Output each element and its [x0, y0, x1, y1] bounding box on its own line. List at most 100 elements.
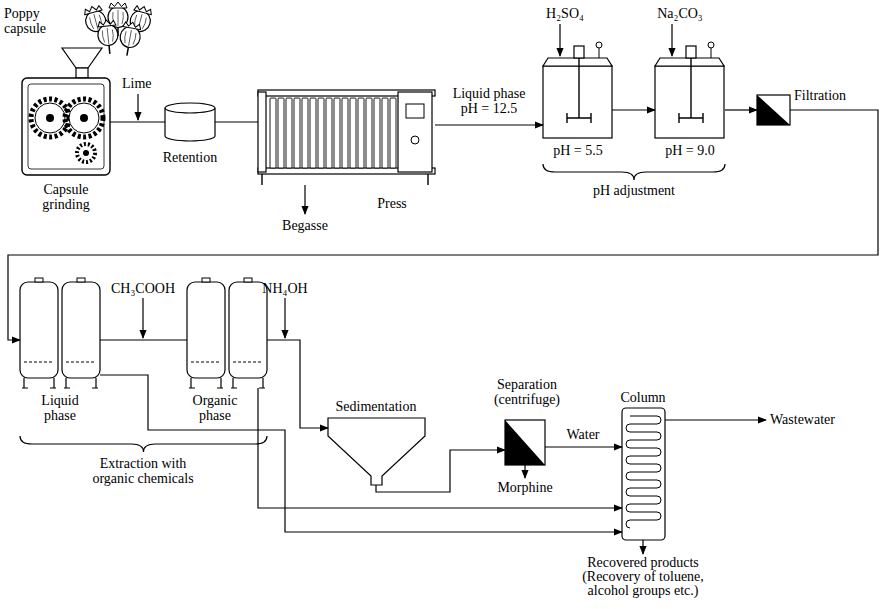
column-unit: Column [622, 408, 665, 540]
drawing-part [22, 78, 110, 175]
flow-line [612, 109, 655, 110]
extraction-unit: Organic phase [187, 280, 267, 388]
unit-label: pH = 5.5 [538, 143, 618, 158]
drawing-part [229, 278, 267, 388]
drawing-part [80, 114, 88, 122]
output-label: Begasse [270, 218, 340, 233]
press-plate [310, 98, 316, 168]
drawing-part [31, 99, 69, 137]
unit-label: Organic phase [186, 393, 244, 423]
output-label: Recovered products (Recovery of toluene,… [573, 556, 713, 598]
filter-unit: Filtration [757, 95, 790, 125]
flow-line [435, 124, 543, 125]
drawing-part [83, 150, 89, 156]
output-label: Morphine [490, 480, 560, 495]
unit-label: Sedimentation [316, 399, 436, 414]
retention-unit: Retention [165, 103, 215, 143]
unit-label: Column [608, 390, 678, 405]
drawing-part [505, 420, 545, 465]
drawing-part [76, 68, 88, 78]
drawing-part [543, 42, 612, 138]
drawing-part [398, 92, 432, 172]
drawing-part [65, 99, 103, 137]
flow-label: Water [558, 427, 608, 442]
extraction-unit: Liquid phase [20, 280, 100, 388]
press-plate [342, 98, 348, 168]
drawing-part [284, 298, 285, 338]
brackets [20, 164, 725, 452]
drawing-part [655, 42, 724, 138]
drawing-part [20, 436, 267, 452]
drawing-part [757, 95, 790, 125]
drawing-part [137, 94, 138, 120]
drawing-part [46, 114, 54, 122]
unit-label: Retention [145, 150, 235, 165]
feed-label: Lime [122, 76, 162, 91]
centrifuge-unit: Separation (centrifuge) [505, 420, 545, 465]
output-arrows [305, 185, 766, 554]
unit-label: Press [362, 196, 422, 211]
press-plate [326, 98, 332, 168]
flow-line [267, 340, 328, 428]
drawing-part [187, 278, 225, 388]
drawing-part [524, 465, 525, 478]
drawing-part [77, 144, 95, 162]
sedimentation-unit: Sedimentation [328, 418, 425, 485]
group-label: Extraction with organic chemicals [81, 456, 206, 486]
chemical-label: CH₃COOH [103, 281, 183, 296]
unit-label: Separation (centrifuge) [487, 377, 567, 407]
column-coil [626, 416, 661, 528]
drawing-part [328, 418, 425, 485]
flow-line [8, 110, 878, 340]
press-unit: Press [258, 88, 435, 185]
feed-arrows [138, 24, 672, 338]
drawing-part [62, 278, 100, 388]
drawing-part [117, 21, 143, 58]
flow-label: Liquid phase pH = 12.5 [446, 86, 532, 116]
press-plate [374, 98, 380, 168]
drawing-part [304, 185, 305, 214]
unit-label: Poppy capsule [4, 6, 60, 36]
press-plate [334, 98, 340, 168]
flow-line [376, 450, 505, 492]
flow-line [100, 375, 622, 532]
drawing-part [757, 95, 790, 125]
group-label: pH adjustment [579, 183, 689, 198]
drawing-part [406, 104, 424, 118]
flow-line [100, 339, 187, 340]
acid-tank: pH = 5.5 [543, 56, 612, 138]
press-plate [390, 98, 396, 168]
grinder-unit: Capsule grinding [22, 78, 110, 175]
drawing-part [671, 24, 672, 56]
flow-line [215, 121, 258, 122]
flow-line [258, 388, 622, 508]
drawing-part [35, 103, 65, 133]
chemical-label: Na₂CO₃ [648, 6, 712, 21]
centrifuge-symbol [505, 420, 545, 465]
unit-label: pH = 9.0 [650, 143, 730, 158]
press-plate [358, 98, 364, 168]
drawing-part [165, 103, 215, 113]
base-tank: pH = 9.0 [655, 56, 725, 138]
drawing-part [28, 84, 104, 169]
chemical-label: NH₄OH [255, 281, 315, 296]
press-plate [286, 98, 292, 168]
capsule-grinder [22, 48, 110, 175]
flow-line [545, 446, 622, 447]
press-plate [270, 98, 276, 168]
drawing-part [543, 164, 725, 180]
press-plate [302, 98, 308, 168]
drawing-part [505, 420, 545, 465]
drawing-part [642, 540, 643, 554]
filter-symbol [757, 95, 790, 125]
filter-press [258, 90, 435, 185]
drawing-part [69, 103, 99, 133]
press-plate [278, 98, 284, 168]
flow-line [110, 121, 165, 122]
press-plate [318, 98, 324, 168]
drawing-part [559, 24, 560, 56]
press-plate [350, 98, 356, 168]
drawing-part [62, 48, 102, 68]
unit-label: Capsule grinding [26, 182, 106, 212]
